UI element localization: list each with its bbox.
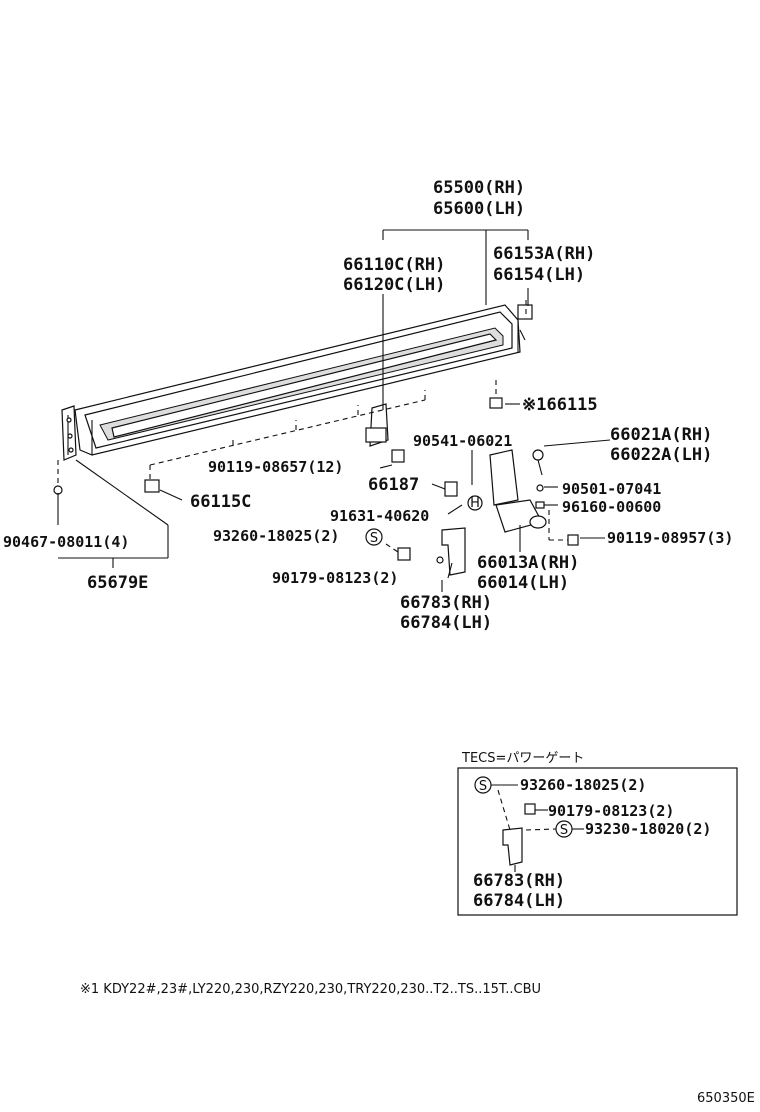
label-66187: 66187 bbox=[368, 475, 419, 495]
label-90501: 90501-07041 bbox=[562, 480, 661, 498]
label-66783: 66783(RH) bbox=[400, 593, 492, 613]
inset-label-93260: 93260-18025(2) bbox=[520, 776, 646, 794]
label-90119-08657: 90119-08657(12) bbox=[208, 458, 343, 476]
label-66784: 66784(LH) bbox=[400, 613, 492, 633]
label-90541: 90541-06021 bbox=[413, 432, 512, 450]
label-66021a: 66021A(RH) bbox=[610, 425, 712, 445]
h-symbol: H bbox=[470, 496, 480, 511]
leader-lines bbox=[57, 229, 611, 592]
tecs-inset: TECS=パワーゲート S 93260-18025(2) 90179-08123… bbox=[457, 751, 738, 916]
inset-label-66784: 66784(LH) bbox=[473, 891, 565, 911]
label-66153a: 66153A(RH) bbox=[493, 244, 595, 264]
label-66120c: 66120C(LH) bbox=[343, 275, 445, 295]
label-66013a: 66013A(RH) bbox=[477, 553, 579, 573]
applicability-footnote: ※1 KDY22#,23#,LY220,230,RZY220,230,TRY22… bbox=[80, 982, 541, 997]
label-66115c: 66115C bbox=[190, 492, 251, 512]
inset-label-90179: 90179-08123(2) bbox=[548, 802, 674, 820]
inset-s-symbol-2: S bbox=[560, 823, 568, 838]
s-symbol: S bbox=[370, 531, 378, 546]
label-65500: 65500(RH) bbox=[433, 178, 525, 198]
label-90467: 90467-08011(4) bbox=[3, 533, 129, 551]
inset-s-symbol-1: S bbox=[479, 779, 487, 794]
label-93260-main: 93260-18025(2) bbox=[213, 527, 339, 545]
inset-title: TECS=パワーゲート bbox=[461, 751, 584, 766]
label-90119-08957: 90119-08957(3) bbox=[607, 529, 733, 547]
circled-symbols: S H bbox=[365, 495, 483, 546]
inset-label-93230: 93230-18020(2) bbox=[585, 820, 711, 838]
hinge-parts bbox=[53, 304, 579, 576]
diagram-code: 650350E bbox=[697, 1091, 755, 1106]
label-96160: 96160-00600 bbox=[562, 498, 661, 516]
side-trim bbox=[61, 405, 77, 461]
label-91631: 91631-40620 bbox=[330, 507, 429, 525]
tailgate-panel bbox=[74, 304, 526, 456]
label-66022a: 66022A(LH) bbox=[610, 445, 712, 465]
label-66014: 66014(LH) bbox=[477, 573, 569, 593]
label-66115: ※166115 bbox=[522, 395, 598, 415]
label-65679e: 65679E bbox=[87, 573, 148, 593]
part-labels: 65500(RH) 65600(LH) 66153A(RH) 66154(LH)… bbox=[3, 178, 733, 633]
inset-label-66783: 66783(RH) bbox=[473, 871, 565, 891]
label-65600: 65600(LH) bbox=[433, 199, 525, 219]
label-66154: 66154(LH) bbox=[493, 265, 585, 285]
label-66110c: 66110C(RH) bbox=[343, 255, 445, 275]
dashed-leaders bbox=[57, 300, 568, 553]
label-90179-main: 90179-08123(2) bbox=[272, 569, 398, 587]
